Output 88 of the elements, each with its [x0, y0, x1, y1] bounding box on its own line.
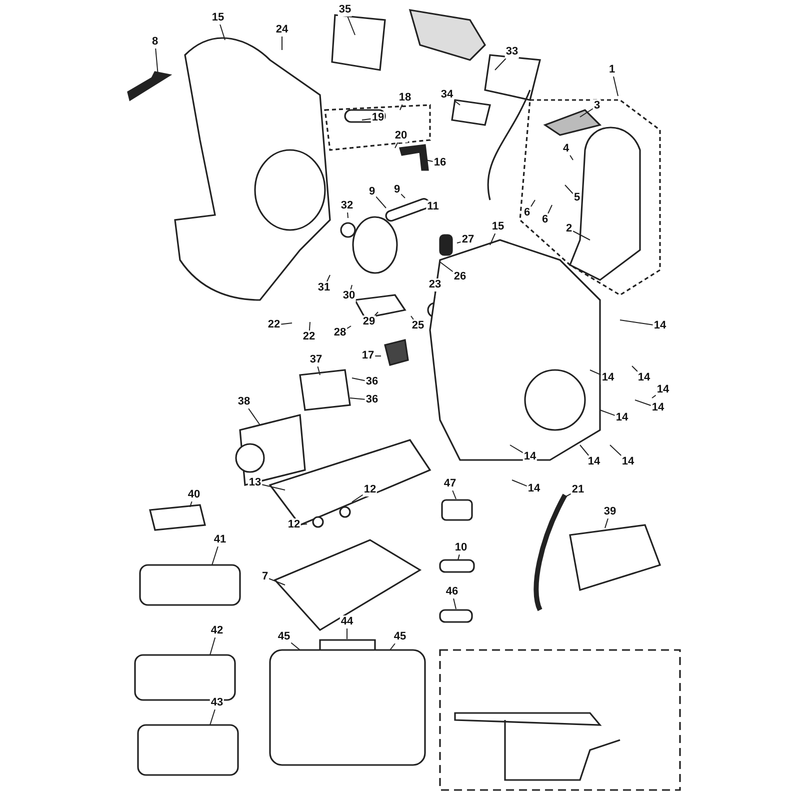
leader-line — [352, 494, 364, 502]
leader-line — [308, 322, 310, 331]
leader-line — [632, 366, 638, 372]
leader-line — [570, 154, 574, 160]
callout-number: 38 — [236, 396, 252, 408]
callout-number: 45 — [392, 630, 408, 644]
leader-line — [362, 118, 372, 120]
callout-number: 15 — [490, 220, 506, 234]
leader-line — [352, 378, 366, 382]
leader-line — [268, 578, 286, 586]
leader-line — [512, 480, 528, 487]
callout-number: 10 — [454, 542, 468, 554]
callout-number: 43 — [210, 696, 224, 710]
callout-number: 37 — [308, 354, 324, 366]
leader-line — [548, 204, 552, 214]
leader-line — [350, 398, 366, 400]
callout-number: 40 — [186, 488, 202, 502]
leader-line — [453, 598, 456, 610]
callout-number: 12 — [362, 484, 378, 496]
callout-number: 19 — [370, 112, 386, 124]
callout-number: 33 — [504, 46, 520, 58]
leader-line — [564, 493, 572, 498]
leader-line — [580, 444, 590, 456]
leader-line — [248, 408, 260, 426]
leader-line — [326, 274, 330, 282]
leader-line — [280, 322, 292, 325]
leader-line — [454, 100, 460, 106]
leader-line — [400, 194, 406, 198]
leader-line — [564, 184, 574, 194]
callout-number: 14 — [656, 384, 670, 396]
callout-number: 47 — [442, 478, 458, 490]
callout-number: 3 — [592, 100, 602, 112]
callout-number: 34 — [440, 88, 454, 102]
callout-number: 30 — [342, 290, 356, 302]
leader-line — [452, 490, 456, 500]
leader-line — [300, 524, 308, 525]
callout-number: 23 — [428, 278, 442, 292]
callout-number: 21 — [570, 484, 586, 496]
leader-line — [347, 16, 356, 36]
callout-number: 45 — [276, 630, 292, 644]
leader-line — [458, 554, 460, 560]
leader-line — [210, 709, 216, 726]
callout-number: 9 — [368, 186, 376, 198]
leader-line — [440, 262, 454, 272]
leader-line — [494, 58, 506, 70]
leader-line — [376, 196, 386, 208]
callout-number: 15 — [210, 12, 226, 24]
leader-line — [580, 108, 594, 118]
leader-line — [410, 316, 414, 320]
callout-number: 18 — [398, 92, 412, 104]
leader-line — [530, 200, 536, 207]
callout-number: 41 — [212, 534, 228, 546]
leader-line — [610, 444, 622, 456]
leader-line — [190, 501, 192, 508]
leader-line — [212, 546, 218, 566]
leader-line — [262, 484, 286, 490]
callout-number: 14 — [522, 450, 538, 464]
leader-line — [374, 312, 378, 316]
leader-line — [613, 76, 618, 96]
callout-number: 39 — [602, 506, 618, 518]
leader-line — [590, 370, 602, 376]
leader-line — [220, 24, 226, 40]
callout-number: 20 — [394, 130, 408, 142]
leader-line — [420, 208, 427, 210]
leader-line — [620, 320, 654, 326]
callout-number: 46 — [444, 586, 460, 598]
leader-line — [456, 241, 462, 244]
leader-line — [346, 628, 348, 640]
leader-line — [490, 233, 496, 246]
leader-line — [210, 637, 216, 656]
leader-line — [390, 643, 396, 650]
leader-line — [290, 642, 300, 650]
leader-line — [350, 284, 352, 290]
leader-line — [426, 160, 434, 162]
callout-number: 4 — [562, 142, 570, 156]
leader-line — [634, 400, 652, 406]
leader-line — [346, 326, 352, 329]
callout-number: 9 — [392, 184, 402, 196]
callout-number: 42 — [210, 624, 224, 638]
leader-line — [347, 212, 348, 218]
leader-line — [604, 518, 608, 528]
leader-line — [600, 410, 616, 416]
callout-number: 35 — [338, 4, 352, 16]
leader-line — [572, 230, 590, 240]
leader-line — [400, 104, 403, 110]
callout-number: 1 — [608, 64, 616, 76]
leader-line — [510, 444, 524, 454]
leader-line — [317, 366, 320, 376]
